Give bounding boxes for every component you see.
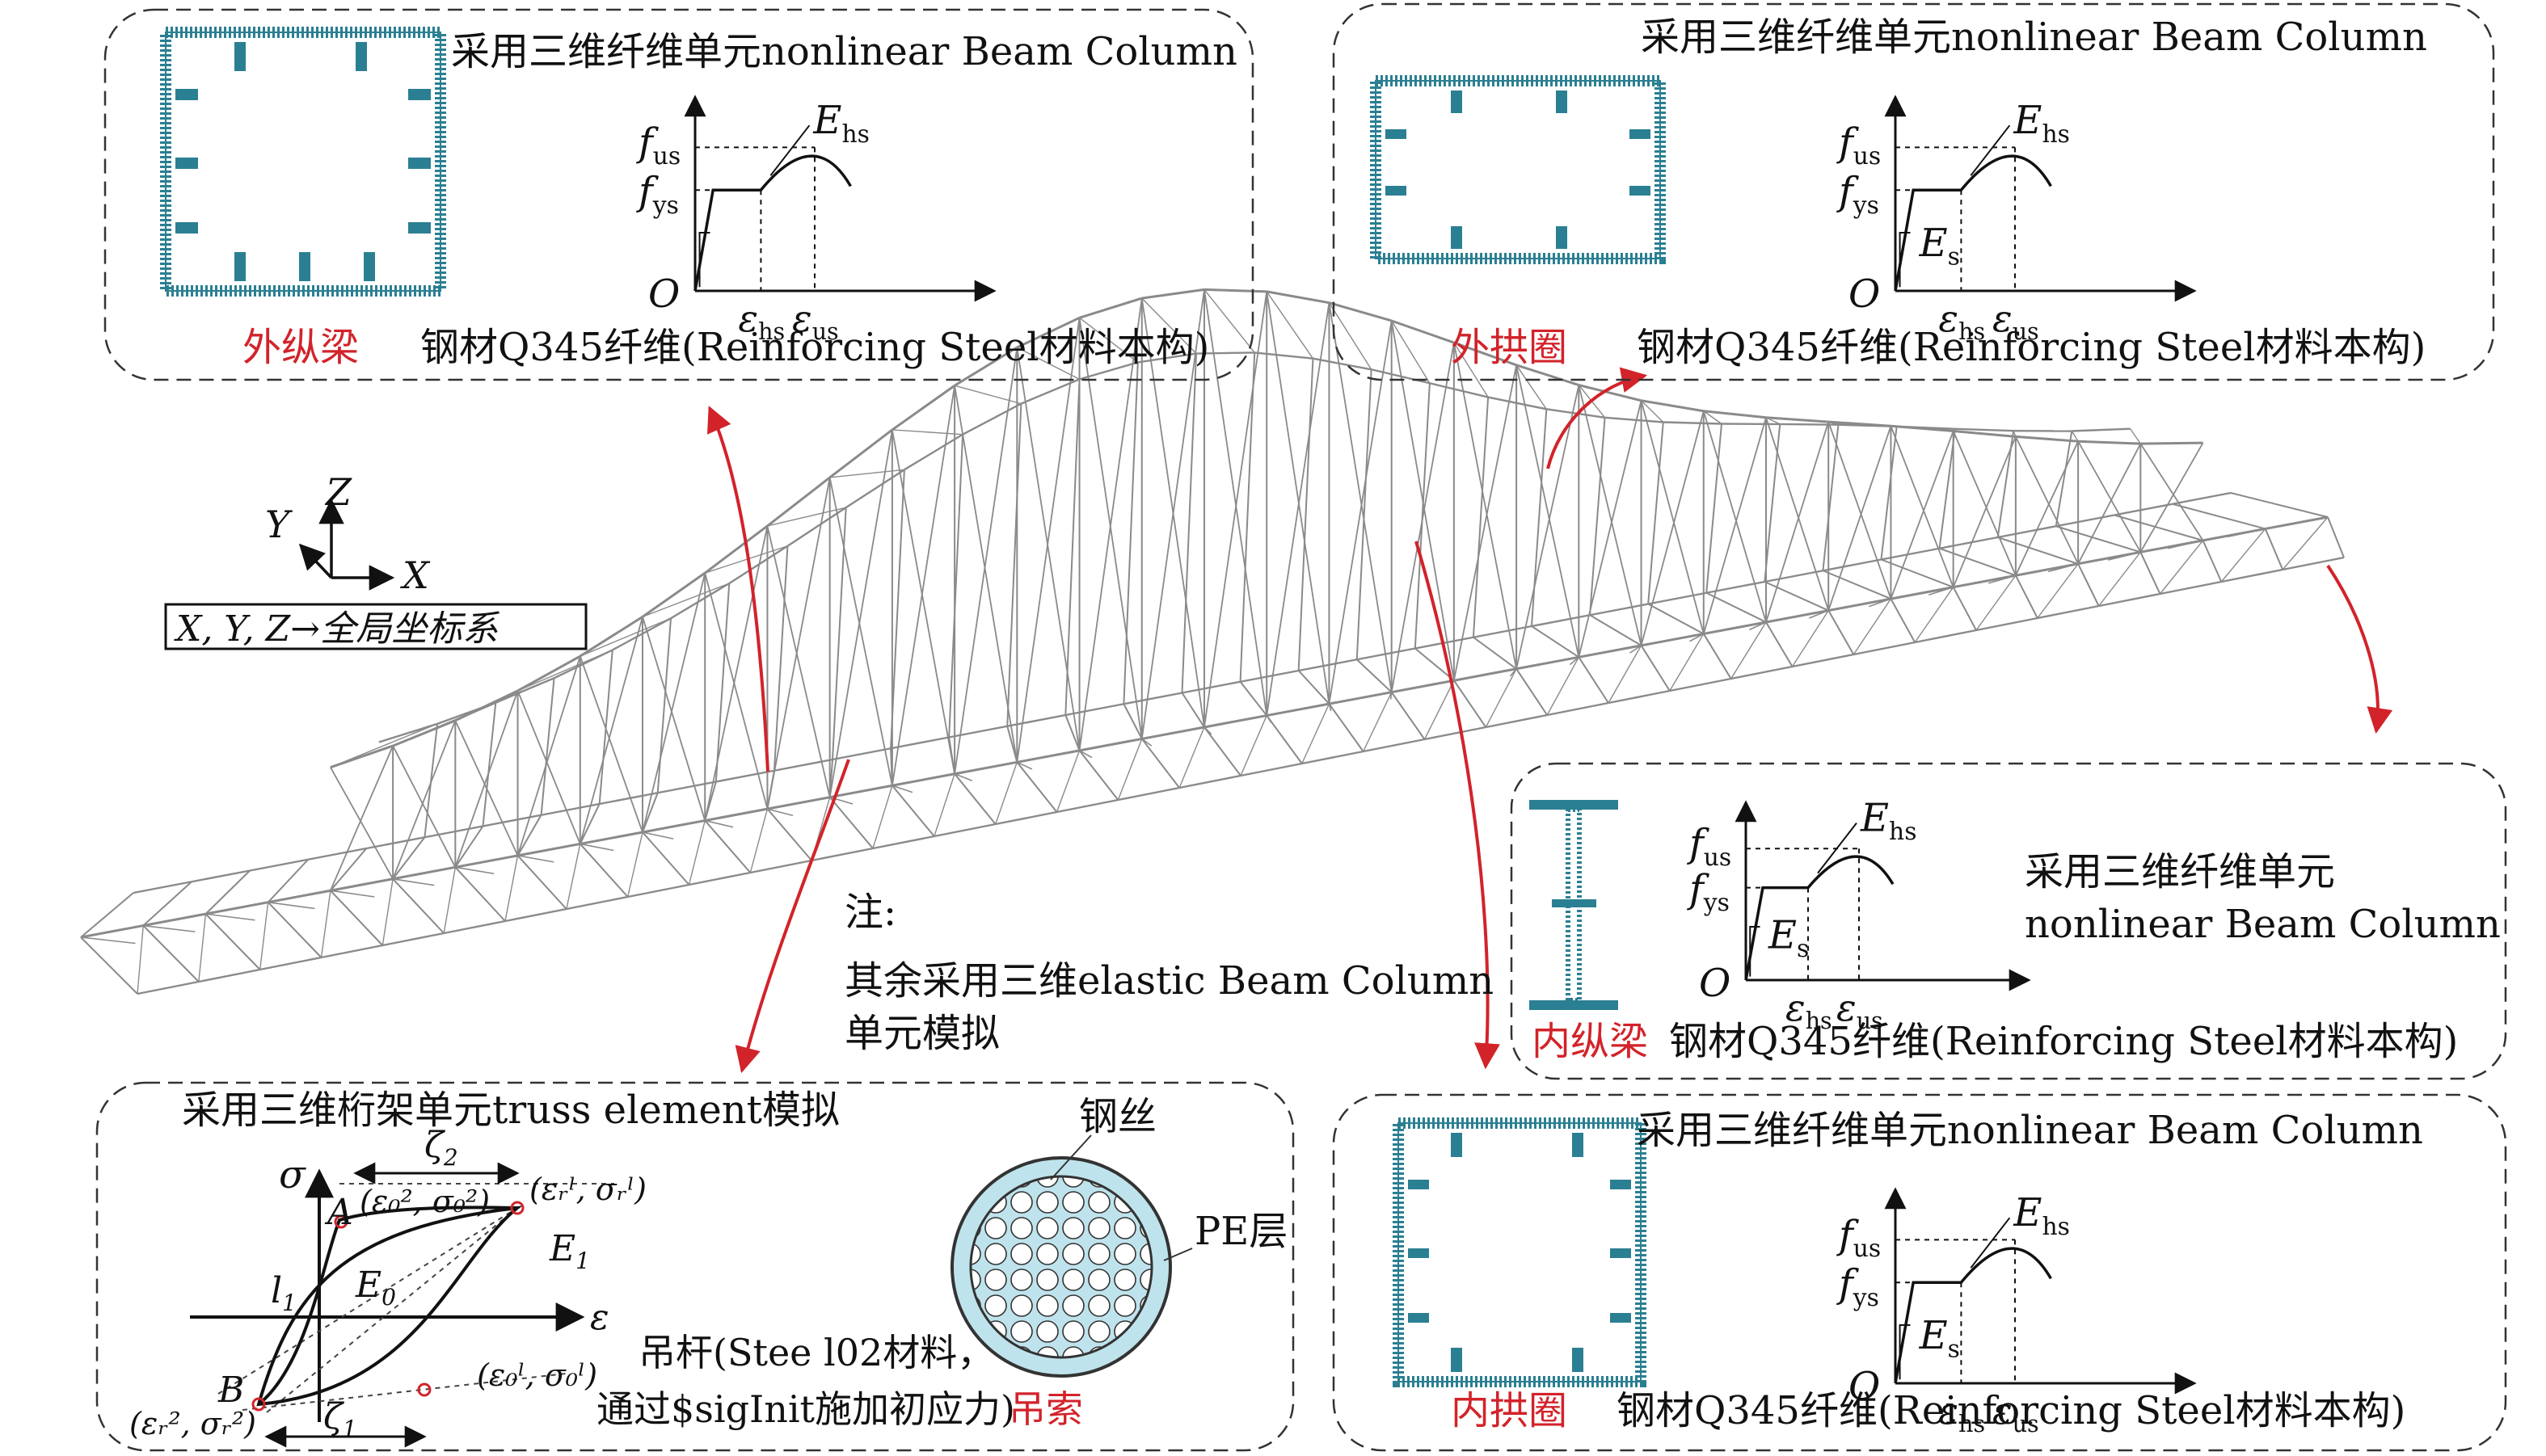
origin-label: O	[1848, 271, 1880, 317]
panel-title-line2: nonlinear Beam Column	[2025, 902, 2501, 947]
Ehs-label: Ehs	[812, 98, 869, 149]
Ehs-label: Ehs	[2013, 1190, 2069, 1241]
note-title: 注:	[845, 890, 896, 935]
eps-us-label: εus	[1992, 1389, 2039, 1437]
eps-us-label: εus	[1836, 986, 1883, 1034]
Ehs-label: Ehs	[1860, 796, 1916, 847]
zeta2-label: ζ2	[424, 1125, 458, 1171]
eps-us-label: εus	[1992, 297, 2039, 345]
member-name: 外拱圈	[1451, 325, 1567, 370]
eps-hs-label: εhs	[1938, 1389, 1985, 1437]
pe-label: PE层	[1195, 1209, 1288, 1254]
cable-cross-section	[951, 1134, 1193, 1378]
origin-label: O	[1699, 961, 1730, 1006]
Es-label: Es	[1768, 912, 1809, 963]
member-name: 外纵梁	[242, 325, 359, 370]
hysteresis-diagram: σ ε A B l1 E0 E1 ζ2 ζ1 (ε₀², σ₀²) (εᵣˡ, …	[129, 1125, 647, 1448]
member-name: 内纵梁	[1532, 1019, 1648, 1064]
panel-title: 采用三维桁架单元truss element模拟	[182, 1088, 840, 1133]
fus-label: fus	[1836, 1212, 1881, 1263]
arrow-to-inner-long-beam	[2326, 564, 2393, 734]
eps-hs-label: εhs	[1938, 297, 1985, 345]
fys-label: fys	[1687, 867, 1730, 918]
E1-label: E1	[549, 1228, 590, 1274]
point-B: B	[217, 1370, 244, 1411]
material-label: 钢材Q345纤维(Reinforcing Steel材料本构)	[1637, 325, 2426, 370]
axis-y-label: Y	[265, 503, 293, 546]
note-line2: 单元模拟	[845, 1011, 1000, 1056]
point-label-bottom-left: (εᵣ², σᵣ²)	[129, 1406, 256, 1441]
arrow-to-outer-long-beam	[706, 406, 769, 772]
axis-x-label: X	[400, 553, 431, 597]
fus-label: fus	[1687, 821, 1731, 872]
member-name: 内拱圈	[1451, 1388, 1567, 1433]
material-label: 钢材Q345纤维(Reinforcing Steel材料本构)	[1669, 1019, 2458, 1064]
panel-cable: 采用三维桁架单元truss element模拟 σ ε A B l1 E0	[95, 1081, 1295, 1452]
hanger-label-line1: 吊杆(Stee l02材料，	[639, 1331, 994, 1374]
panel-title: 采用三维纤维单元nonlinear Beam Column	[451, 29, 1237, 74]
panel-title: 采用三维纤维单元nonlinear Beam Column	[1637, 1108, 2423, 1153]
fys-label: fys	[1836, 1261, 1879, 1312]
axes-caption: X, Y, Z→全局坐标系	[174, 608, 500, 650]
l1-label: l1	[271, 1270, 297, 1316]
Es-label: Es	[1919, 1313, 1960, 1364]
point-A: A	[324, 1192, 353, 1233]
Es-label: Es	[1919, 221, 1960, 271]
wire-label: 钢丝	[1079, 1094, 1157, 1139]
epsilon-label: ε	[590, 1297, 609, 1338]
material-label: 钢材Q345纤维(Reinforcing Steel材料本构)	[1617, 1388, 2405, 1433]
eps-hs-label: εhs	[738, 297, 785, 345]
origin-label: O	[648, 271, 680, 317]
arrow-to-cable	[735, 759, 850, 1074]
eps-hs-label: εhs	[1785, 986, 1832, 1034]
material-label: 钢材Q345纤维(Reinforcing Steel材料本构)	[420, 325, 1209, 370]
fus-label: fus	[1836, 120, 1881, 170]
fys-label: fys	[1836, 169, 1879, 220]
arrow-to-inner-arch	[1414, 541, 1500, 1070]
cable-name: 吊索	[1009, 1387, 1083, 1431]
zeta1-label: ζ1	[323, 1396, 357, 1442]
i-section-icon	[1529, 800, 1618, 1010]
point-label-bottom-right: (ε₀ˡ, σ₀ˡ)	[477, 1357, 597, 1393]
global-axes: Z X Y X, Y, Z→全局坐标系	[164, 470, 588, 650]
axis-z-label: Z	[324, 470, 352, 514]
point-label-top-left: (ε₀², σ₀²)	[360, 1184, 490, 1219]
sigma-label: σ	[279, 1152, 306, 1197]
bridge-truss-model	[80, 288, 2345, 995]
fys-label: fys	[636, 169, 679, 220]
box-section-icon	[160, 27, 446, 297]
Ehs-label: Ehs	[2013, 98, 2069, 149]
hanger-label-line2: 通过$sigInit施加初应力)	[596, 1387, 1015, 1431]
note: 注: 其余采用三维elastic Beam Column 单元模拟	[845, 890, 1494, 1056]
eps-us-label: εus	[792, 297, 839, 345]
fus-label: fus	[636, 120, 681, 170]
panel-title-line1: 采用三维纤维单元	[2025, 849, 2335, 894]
origin-label: O	[1848, 1364, 1880, 1409]
panel-title: 采用三维纤维单元nonlinear Beam Column	[1641, 15, 2427, 60]
point-label-top-right: (εᵣˡ, σᵣˡ)	[529, 1172, 647, 1207]
box-section-icon	[1370, 75, 1666, 264]
box-section-icon	[1393, 1117, 1646, 1387]
E0-label: E0	[355, 1265, 396, 1311]
note-line1: 其余采用三维elastic Beam Column	[845, 958, 1494, 1004]
